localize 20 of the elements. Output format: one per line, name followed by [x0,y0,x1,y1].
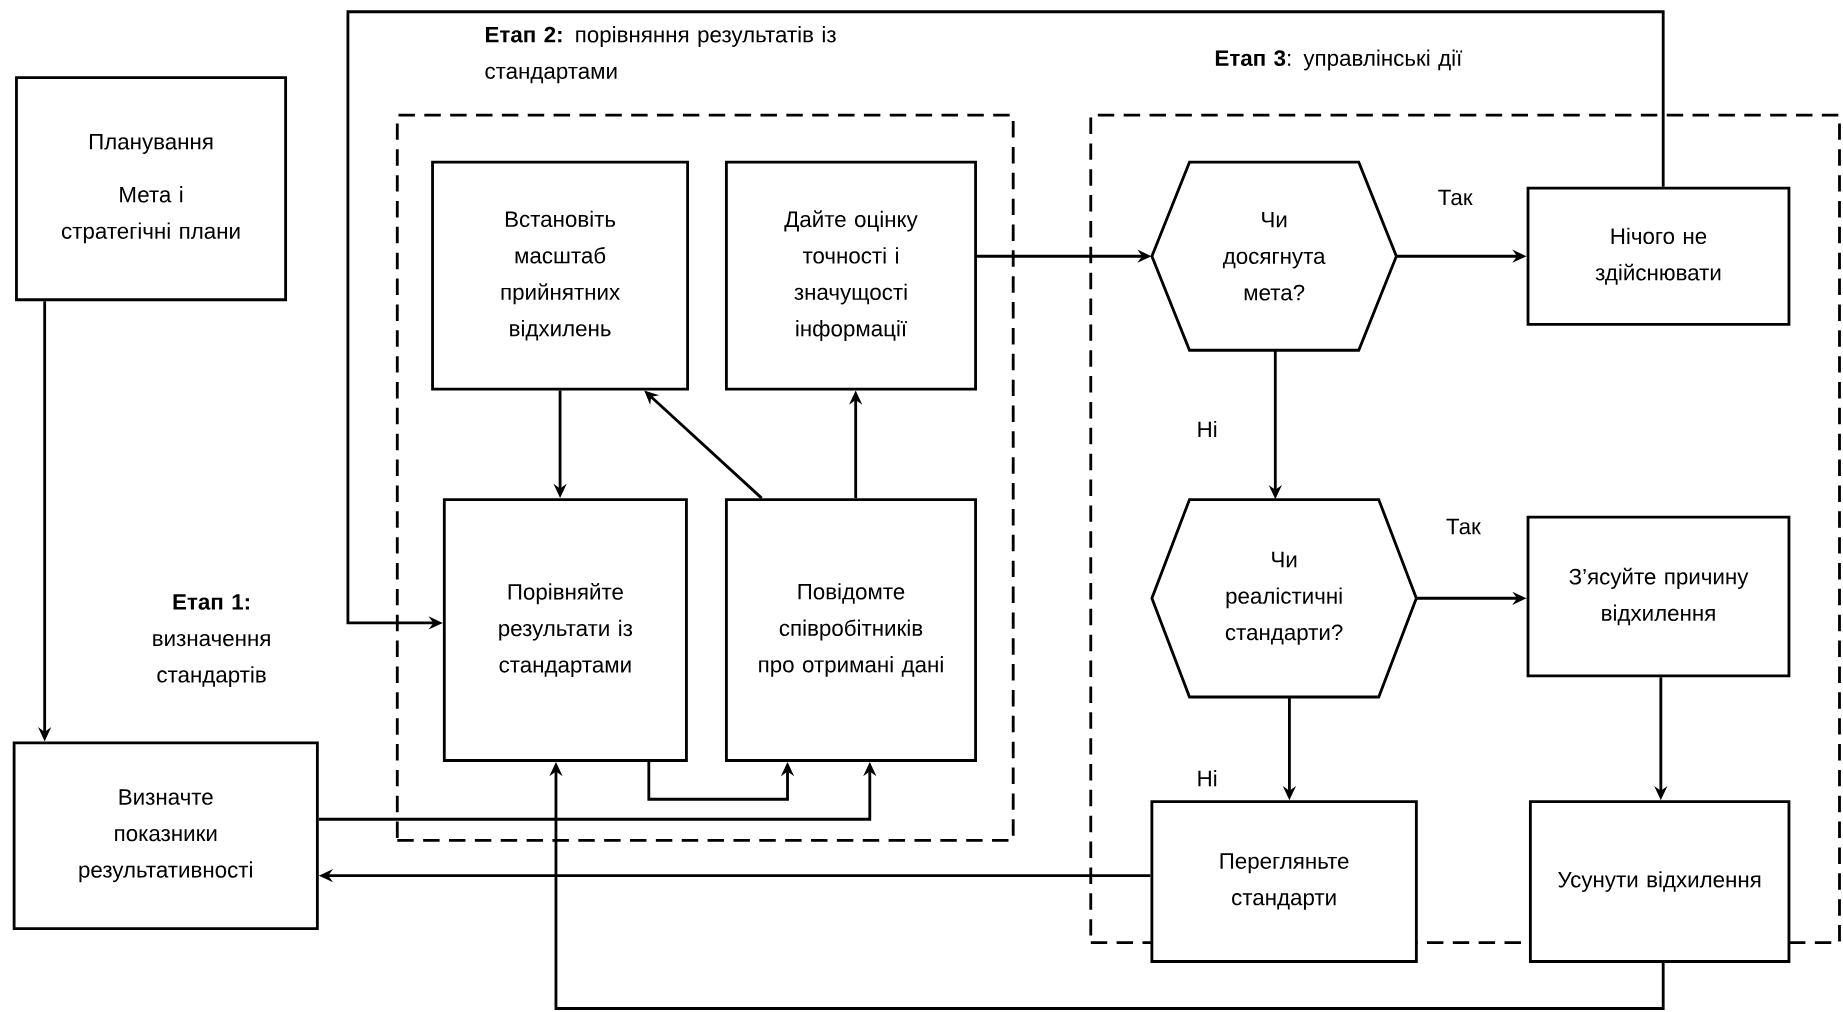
stage-heading: Етап 3: управлінські дії [1215,49,1463,71]
decision-hexagon: Чи реалістичні стандарти? [1150,498,1418,699]
process-box: Дайте оцінку точності і значущості інформації [725,160,977,391]
stage-heading: Етап 2: порівняння результатів із стандартами [485,26,836,84]
stage-label: Етап 1: визначення стандартів [153,594,270,687]
edge-label: Так [1435,187,1475,208]
process-box: Планування Мета і стратегічні плани [15,76,288,302]
process-box: Встановіть масштаб прийнятних відхилень [431,160,689,391]
process-box: Нічого не здійснювати [1526,186,1791,326]
process-box: Повідомте співробітників про отримані дані [725,498,977,762]
edge-label: Ні [1194,418,1221,440]
edge-label: Ні [1194,767,1221,789]
decision-hexagon: Чи досягнута мета? [1150,160,1398,352]
process-box: Порівняйте результати із стандартами [442,498,688,762]
process-box: Усунути відхилення [1528,800,1791,963]
edge-label: Так [1443,516,1484,537]
process-box: Перегляньте стандарти [1150,800,1418,963]
process-box: Визначте показники результативності [12,741,319,930]
process-box: З’ясуйте причину відхилення [1526,515,1791,678]
stage-region [395,113,1015,842]
